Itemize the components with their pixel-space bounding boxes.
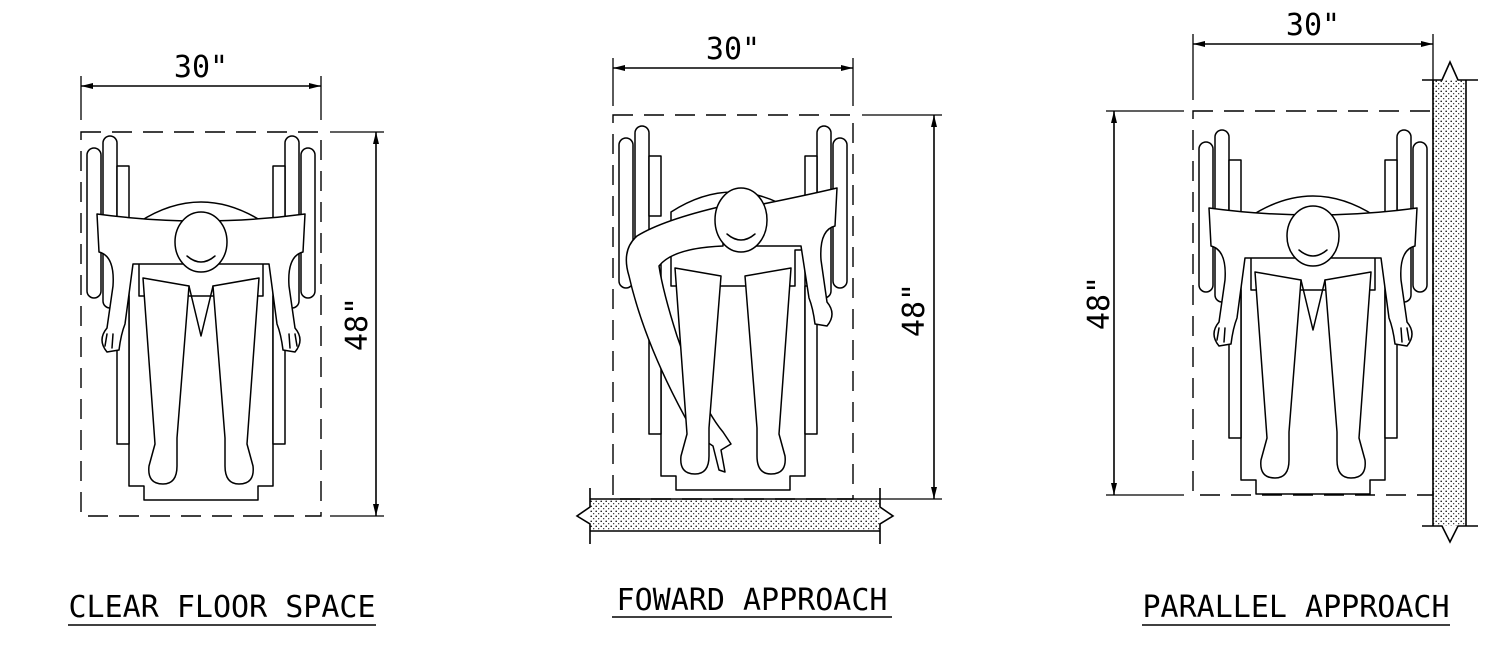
panel-forward-approach: 30" 48" FOWARD APPROACH	[575, 32, 942, 618]
panel-clear-floor-space: 30" 48" CLEAR FLOOR SPACE	[68, 50, 384, 626]
width-label: 30"	[174, 50, 228, 85]
depth-label: 48"	[340, 297, 375, 351]
panel-title: PARALLEL APPROACH	[1142, 590, 1449, 625]
wheelchair-user-figure	[86, 135, 316, 501]
wall-section	[1422, 60, 1478, 544]
parallel-approach-outline	[1192, 110, 1434, 496]
depth-label: 48"	[1082, 276, 1117, 330]
panel-title: FOWARD APPROACH	[617, 583, 888, 618]
depth-label: 48"	[897, 283, 932, 337]
wall-section	[575, 488, 895, 544]
panel-parallel-approach: 30" 48" PARALLEL APPROACH	[1082, 8, 1478, 626]
width-label: 30"	[706, 32, 760, 67]
panel-title: CLEAR FLOOR SPACE	[68, 590, 375, 625]
width-label: 30"	[1286, 8, 1340, 43]
clear-floor-space-outline	[80, 131, 322, 517]
wheelchair-user-figure	[618, 125, 848, 491]
wheelchair-user-figure	[1198, 129, 1428, 495]
